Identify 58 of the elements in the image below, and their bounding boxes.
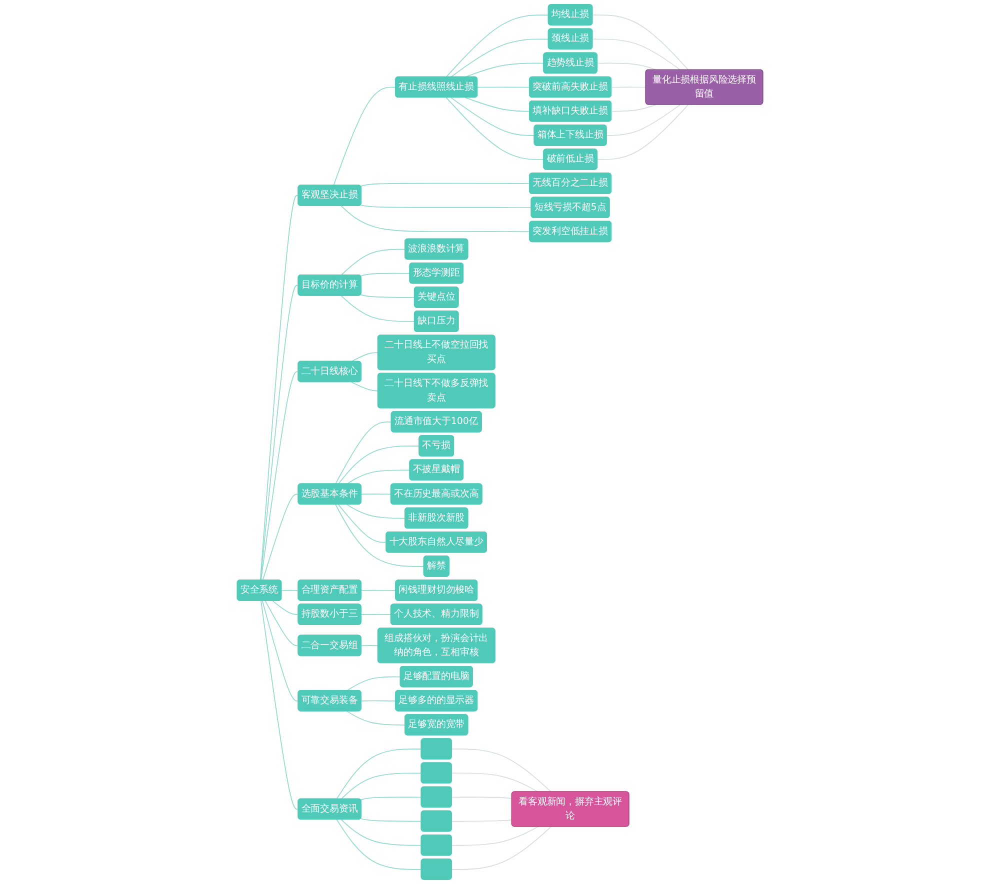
connector	[346, 676, 401, 691]
connector	[281, 590, 299, 591]
connector	[611, 104, 656, 112]
connector	[360, 494, 392, 495]
connector	[452, 826, 552, 870]
connector	[360, 796, 422, 800]
connector	[360, 590, 396, 591]
connector	[335, 504, 424, 567]
connector	[340, 248, 406, 276]
connector	[360, 182, 530, 187]
connector	[260, 284, 299, 581]
connector	[597, 104, 689, 160]
connector	[446, 14, 549, 78]
connector	[597, 62, 656, 70]
connector	[335, 422, 392, 484]
connector	[360, 294, 415, 298]
connector	[260, 600, 299, 810]
connector	[340, 295, 415, 322]
connector	[452, 826, 539, 846]
connector	[336, 748, 422, 800]
connector	[346, 470, 410, 484]
connector	[465, 62, 544, 78]
connector	[340, 206, 530, 232]
connector	[351, 352, 378, 362]
connector	[336, 819, 422, 870]
connector	[346, 710, 406, 726]
connector	[260, 371, 299, 581]
connector	[272, 600, 299, 616]
connector	[592, 38, 681, 70]
connector	[360, 645, 378, 646]
connector	[450, 38, 549, 78]
connector	[360, 204, 532, 208]
connector	[360, 272, 410, 277]
connector	[338, 504, 387, 543]
connector	[338, 446, 420, 484]
connector	[360, 818, 422, 822]
connector	[262, 494, 299, 581]
connector	[452, 748, 552, 792]
connector	[452, 819, 512, 822]
connector	[450, 97, 535, 136]
connector	[262, 600, 299, 702]
connector	[452, 796, 512, 800]
connector	[346, 504, 406, 519]
connector	[264, 600, 299, 646]
connector	[477, 86, 530, 88]
connector	[360, 700, 396, 702]
connector	[333, 86, 396, 186]
connector	[611, 86, 646, 88]
connector	[592, 14, 689, 70]
connector	[340, 819, 422, 846]
connector	[446, 97, 544, 160]
connector	[606, 104, 681, 136]
connector	[465, 97, 530, 112]
connector	[340, 772, 422, 800]
connector	[351, 382, 378, 392]
connector	[260, 195, 299, 581]
connector	[360, 614, 392, 616]
connector	[452, 772, 539, 792]
